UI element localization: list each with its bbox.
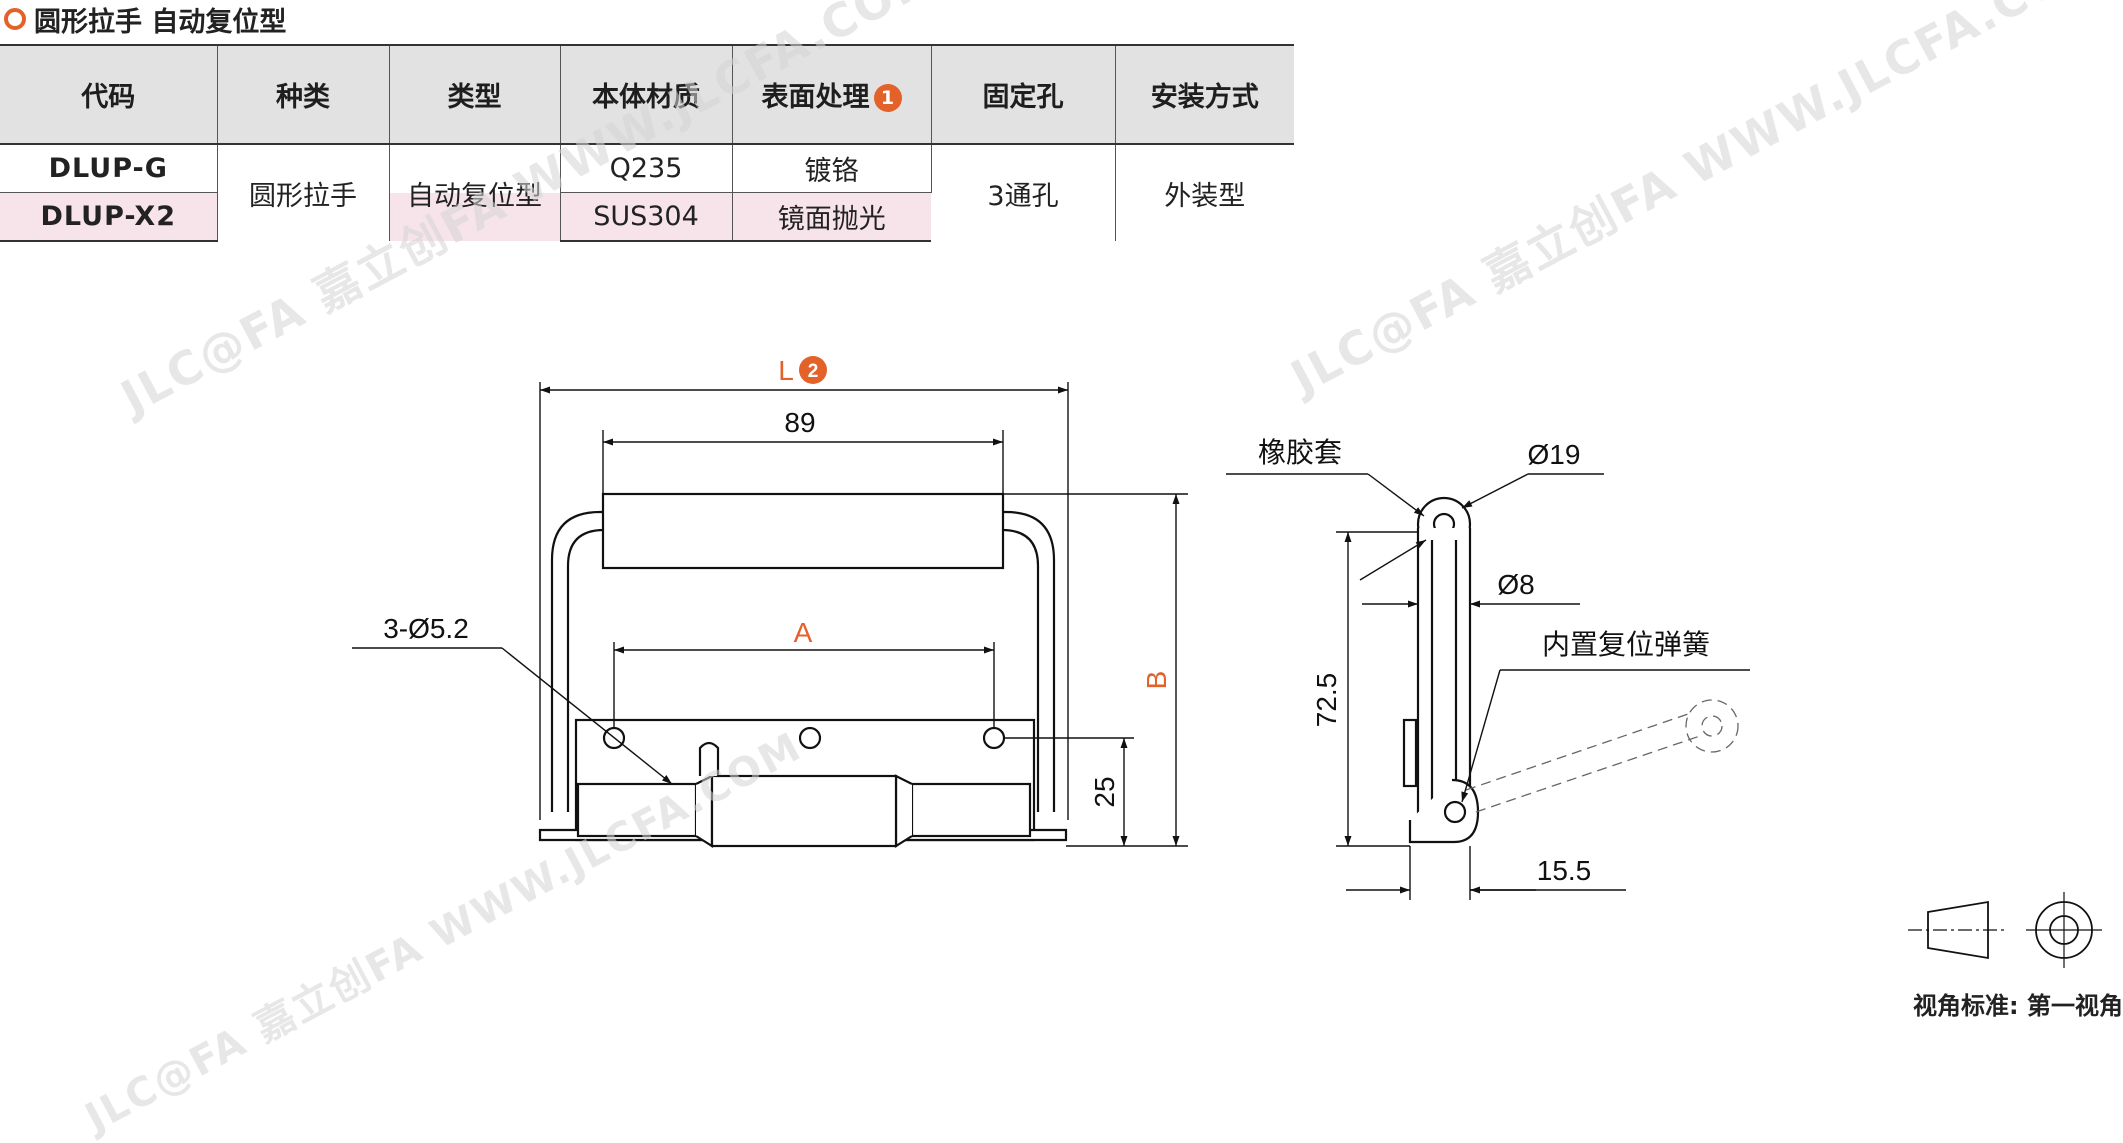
side-plate (1402, 718, 1418, 788)
header-kind: 种类 (217, 44, 390, 145)
header-type: 类型 (389, 44, 561, 145)
table-row: DLUP-G 圆形拉手 自动复位型 Q235 镀铬 3通孔 外装型 (0, 144, 1294, 241)
header-holes: 固定孔 (931, 44, 1116, 145)
ghost-rubber-sleeve (1685, 699, 1739, 753)
handle-grip (601, 492, 1005, 570)
note-badge-2 (799, 356, 827, 384)
ghost-grip-core (1701, 715, 1723, 737)
dim-dia19-label: Ø19 (1528, 439, 1581, 470)
handle-arm (1416, 528, 1472, 822)
view-standard-label: 视角标准: 第一视角 (1913, 992, 2123, 1020)
rubber-sleeve-label: 橡胶套 (1258, 437, 1342, 468)
spring-tube-center (710, 774, 898, 848)
side-view (1402, 496, 1739, 844)
header-mount: 安装方式 (1115, 44, 1294, 145)
spring-tube-right (910, 782, 1032, 838)
spring-label: 内置复位弹簧 (1542, 629, 1710, 660)
spring-pivot (1443, 800, 1467, 824)
side-dimensions (1226, 473, 1750, 900)
front-view (538, 492, 1068, 848)
dim-dia8-label: Ø8 (1497, 569, 1534, 600)
note-badge-2-text: 2 (808, 361, 819, 382)
cell-mount: 外装型 (1115, 144, 1294, 241)
dim-72-5-label: 72.5 (1311, 673, 1342, 728)
side-dimension-labels: 橡胶套 Ø19 Ø8 72.5 内置复位弹簧 15.5 (1258, 437, 1710, 886)
cell-code: DLUP-G (0, 144, 218, 193)
dim-B-label: B (1141, 671, 1172, 690)
hole-spec-label: 3-Ø5.2 (383, 613, 469, 644)
spring-tube-left (576, 782, 698, 838)
header-code: 代码 (0, 44, 218, 145)
spring-tube-taper-right (894, 774, 913, 848)
dim-15-5-label: 15.5 (1537, 855, 1592, 886)
header-material: 本体材质 (560, 44, 733, 145)
latch-tab (698, 741, 720, 776)
cell-holes: 3通孔 (931, 144, 1116, 241)
cell-surface: 镀铬 (732, 144, 932, 193)
cell-code: DLUP-X2 (0, 192, 218, 242)
table-row: DLUP-X2 SUS304 镜面抛光 (0, 192, 1294, 242)
title-text: 圆形拉手 自动复位型 (34, 6, 287, 38)
technical-drawing: L 2 89 A B 25 3-Ø5.2 (352, 355, 2102, 968)
dim-L-label: L (778, 355, 794, 386)
section-title: 圆形拉手 自动复位型 (4, 2, 287, 38)
cell-surface: 镜面抛光 (732, 192, 931, 242)
note-badge-1: 1 (873, 84, 902, 112)
dim-89-label: 89 (784, 407, 815, 438)
cell-material: SUS304 (560, 192, 733, 242)
front-dimensions (352, 382, 1188, 847)
first-angle-projection-icon (1908, 892, 2102, 968)
cell-kind: 圆形拉手 (217, 144, 390, 241)
cell-type: 自动复位型 (389, 144, 561, 241)
hole-center (798, 726, 822, 750)
front-dimension-labels: L 2 89 A B 25 3-Ø5.2 (383, 355, 1172, 808)
header-surface-text: 表面处理 (761, 82, 870, 113)
dim-A-label: A (794, 617, 813, 648)
dim-25-label: 25 (1089, 776, 1120, 807)
cell-material: Q235 (560, 144, 733, 193)
circle-bullet-icon (4, 8, 26, 30)
